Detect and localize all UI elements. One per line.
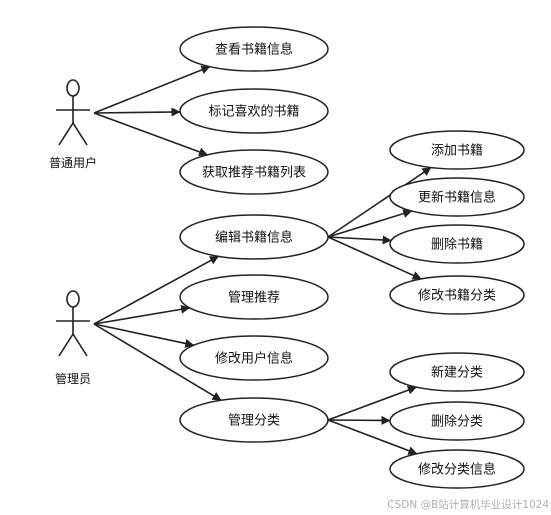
actor-stick-figure-icon [56, 290, 90, 357]
use-case-label: 查看书籍信息 [215, 42, 293, 58]
association-arrow-user-mark [93, 107, 181, 117]
use-case-label: 管理推荐 [228, 291, 280, 306]
association-arrow-admin-user_edit [93, 323, 195, 348]
use-case-label: 管理分类 [228, 414, 280, 429]
use-case-user_edit: 修改用户信息 [179, 335, 329, 381]
association-arrow-admin-rec_mgmt [93, 304, 191, 325]
association-arrow-user-view [93, 65, 211, 114]
actor-user: 普通用户 [49, 79, 97, 170]
use-case-label: 修改用户信息 [215, 351, 293, 367]
use-case-new_cat: 新建分类 [389, 352, 525, 392]
use-case-label: 获取推荐书籍列表 [202, 165, 306, 181]
association-arrow-edit-upd_book [327, 209, 413, 238]
use-case-ellipse [179, 26, 329, 72]
use-case-mod_cat: 修改分类信息 [389, 449, 525, 489]
use-case-add_book: 添加书籍 [389, 130, 525, 170]
use-case-label: 修改书籍分类 [418, 288, 496, 304]
association-arrow-admin-edit [93, 255, 219, 325]
association-arrow-edit-add_book [327, 166, 432, 238]
use-case-ellipse [389, 352, 525, 392]
use-case-del_book: 删除书籍 [389, 224, 525, 264]
use-case-ellipse [389, 449, 525, 489]
association-arrow-admin-cat_mgmt [93, 323, 222, 401]
use-case-rec_mgmt: 管理推荐 [179, 274, 329, 320]
actor-stick-figure-icon [56, 79, 90, 146]
use-case-ellipse [179, 88, 329, 134]
use-case-upd_book: 更新书籍信息 [389, 177, 525, 217]
use-case-label: 编辑书籍信息 [215, 230, 293, 246]
use-case-label: 新建分类 [431, 365, 483, 381]
association-arrow-edit-del_book [327, 235, 392, 245]
use-case-mark: 标记喜欢的书籍 [179, 88, 329, 134]
use-case-cat_mgmt: 管理分类 [179, 397, 329, 443]
use-case-rec_list: 获取推荐书籍列表 [179, 149, 329, 195]
use-case-label: 删除书籍 [431, 237, 483, 253]
use-case-label: 删除分类 [431, 415, 483, 430]
actor-label: 普通用户 [49, 155, 97, 170]
use-case-del_cat: 删除分类 [389, 401, 525, 441]
association-arrow-user-rec_list [93, 112, 208, 157]
use-case-ellipse [179, 335, 329, 381]
association-arrow-cat_mgmt-mod_cat [327, 419, 418, 455]
watermark: CSDN @B站计算机毕业设计1024 [387, 498, 549, 511]
use-case-ellipse [389, 275, 525, 315]
actor-admin: 管理员 [55, 290, 91, 386]
use-case-ellipse [179, 274, 329, 320]
use-case-label: 更新书籍信息 [418, 190, 496, 206]
use-case-ellipse [389, 177, 525, 217]
use-case-ellipse [179, 397, 329, 443]
use-case-ellipse [389, 130, 525, 170]
use-case-view: 查看书籍信息 [179, 26, 329, 72]
use-case-label: 修改分类信息 [418, 462, 496, 478]
use-case-ellipse [389, 401, 525, 441]
use-case-label: 添加书籍 [431, 143, 483, 159]
use-case-ellipse [179, 149, 329, 195]
actor-label: 管理员 [55, 371, 91, 386]
use-case-edit: 编辑书籍信息 [179, 214, 329, 260]
use-case-mod_book_cat: 修改书籍分类 [389, 275, 525, 315]
association-arrow-cat_mgmt-new_cat [327, 385, 417, 421]
use-case-ellipse [389, 224, 525, 264]
use-case-ellipse [179, 214, 329, 260]
use-case-label: 标记喜欢的书籍 [208, 104, 299, 120]
association-arrow-edit-mod_book_cat [327, 236, 422, 280]
